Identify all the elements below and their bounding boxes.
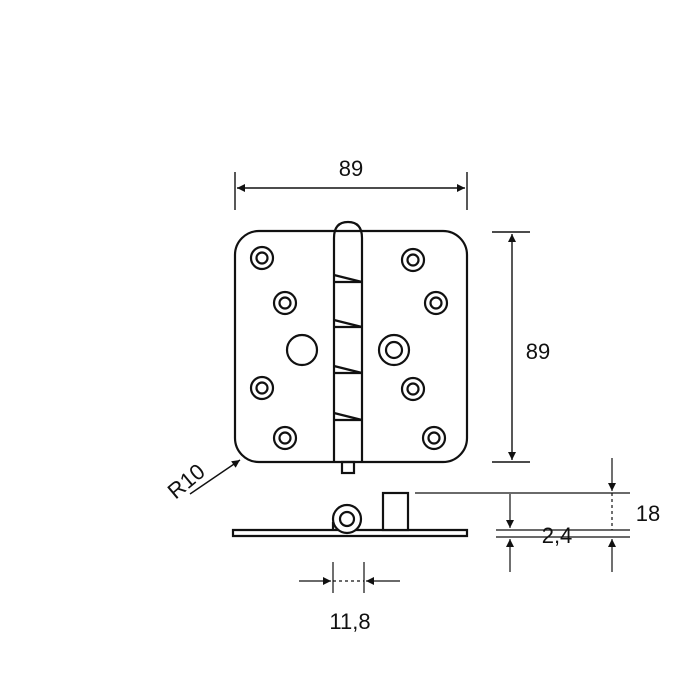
hinge-front-view: [233, 220, 469, 475]
screw-hole: [249, 245, 275, 271]
height-label: 89: [526, 339, 550, 364]
screw-hole: [272, 425, 298, 451]
radius-leader: [189, 459, 241, 495]
pin-hole-left: [285, 333, 319, 367]
radius-label: R10: [163, 459, 210, 504]
screw-hole: [272, 290, 298, 316]
leaf-thickness-label: 2,4: [542, 523, 573, 548]
knuckle-offset-dimension: [299, 562, 400, 593]
total-thickness-label: 18: [636, 501, 660, 526]
side-knuckle: [331, 503, 363, 535]
hinge-side-view: [231, 491, 469, 538]
screw-hole: [421, 425, 447, 451]
side-pin-stud: [381, 491, 410, 532]
knuckle-offset-label: 11,8: [329, 609, 370, 634]
thickness-dimensions: [415, 458, 630, 572]
width-dimension: [234, 172, 468, 210]
width-label: 89: [339, 156, 363, 181]
screw-hole: [400, 376, 426, 402]
height-dimension: [492, 231, 530, 463]
screw-holes: [249, 245, 449, 451]
screw-hole: [249, 375, 275, 401]
hinge-knuckle: [332, 220, 364, 475]
pin-hole-right: [377, 333, 411, 367]
screw-hole: [423, 290, 449, 316]
screw-hole: [400, 247, 426, 273]
